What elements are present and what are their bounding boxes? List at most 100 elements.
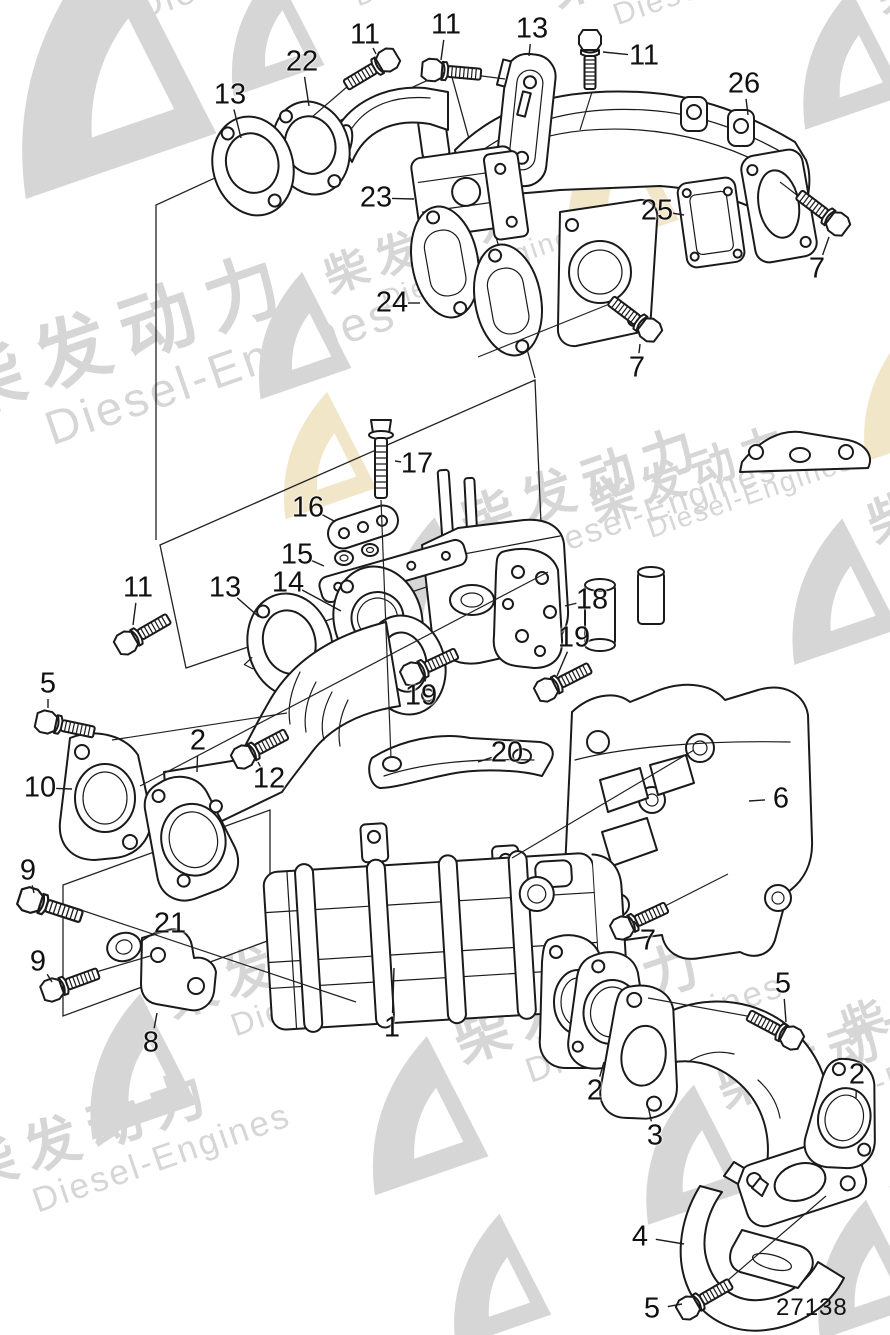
callout-label-15-14: 15 [280,538,314,571]
leader-line-7-9 [821,236,830,256]
leader-line-14-15 [301,589,342,612]
part-gasket-13a [211,115,295,217]
watermark-logo-icon [283,391,377,520]
leader-line-6-26 [748,799,766,802]
watermark-logo-icon [454,1213,552,1335]
callout-label-13-16: 13 [208,571,242,604]
leader-line-10-24 [55,787,73,790]
watermark-logo-icon [258,271,352,400]
callout-label-3-35: 3 [646,1119,664,1152]
part-bracket-20 [368,735,554,789]
leader-line-20-25 [477,756,492,763]
callout-label-10-24: 10 [23,771,57,804]
callout-label-26-6: 26 [727,67,761,100]
callout-label-4-36: 4 [631,1220,649,1253]
leader-line-11-2 [372,47,377,55]
leader-line-11-5 [602,51,629,56]
watermark-logo-icon [818,1199,890,1335]
callout-label-17-12: 17 [400,447,434,480]
leader-line-13-4 [528,43,531,57]
callout-label-20-25: 20 [490,736,524,769]
leader-line-2-33 [599,1061,605,1077]
callout-label-7-30: 7 [639,924,657,957]
part-bracket-8 [140,928,217,1012]
part-gasket-25 [676,176,746,269]
callout-label-7-9: 7 [808,252,826,285]
leader-line-21-28 [139,931,157,943]
callout-label-13-4: 13 [515,12,549,45]
callout-label-19-20: 19 [404,679,438,712]
callout-label-5-21: 5 [39,667,57,700]
watermark-0 [0,0,230,218]
callout-leader-lines [31,39,858,1308]
callout-label-24-10: 24 [375,286,409,319]
leader-line-7-30 [633,920,640,930]
leader-line-25-8 [672,212,685,216]
callout-label-19-19: 19 [557,621,591,654]
leader-line-16-13 [321,514,335,522]
leader-line-13-0 [233,109,242,139]
callout-label-9-29: 9 [29,945,47,978]
part-plate-16 [327,504,399,550]
watermark-logo-icon [803,0,890,130]
leader-line-5-37 [667,1303,683,1308]
leader-line-9-27 [31,885,35,894]
part-seal-rings-16 [334,543,379,566]
leader-line-3-35 [647,1105,653,1122]
callout-label-8-38: 8 [142,1026,160,1059]
watermark-logo-icon [90,993,197,1140]
leader-line-9-29 [46,973,53,983]
leader-line-23-7 [391,197,415,200]
part-gasket-2-middle [143,775,240,902]
part-gasket-24b [473,243,543,357]
leader-line-19-20 [424,676,427,682]
watermark-logo-icon [864,327,890,462]
callout-label-14-15: 14 [271,566,305,599]
callout-label-11-17: 11 [122,571,154,604]
leader-line-11-3 [440,39,445,61]
leader-line-12-23 [257,761,261,767]
leader-line-15-14 [311,560,325,567]
watermark-8 [240,379,383,528]
watermark-logo-icon [792,518,890,665]
callout-label-23-7: 23 [359,181,393,214]
leader-line-18-18 [564,602,577,607]
callout-label-11-2: 11 [349,18,381,51]
part-bushing-21 [106,931,142,963]
callout-label-25-8: 25 [640,194,674,227]
leader-line-26-6 [745,98,749,116]
exploded-axis-lines [77,74,827,1288]
leader-line-11-17 [132,602,137,626]
part-gasket-2-right [803,1057,876,1170]
callout-label-6-26: 6 [772,782,790,815]
part-bracket-18 [492,547,564,669]
figure-number: 27138 [776,1294,848,1321]
callout-label-18-18: 18 [575,583,609,616]
callout-label-2-33: 2 [586,1074,604,1107]
leader-line-22-1 [303,76,310,107]
leader-line-13-16 [236,597,260,618]
callout-label-21-28: 21 [153,907,187,940]
callout-label-7-11: 7 [628,351,646,384]
watermark-logo-icon [372,1036,489,1196]
leader-line-17-12 [394,460,402,463]
watermark-9 [818,314,890,471]
leader-line-8-38 [153,1012,158,1029]
part-bracket-6 [563,683,814,960]
callout-label-22-1: 22 [285,45,319,78]
callout-label-11-3: 11 [430,8,462,41]
callout-label-12-23: 12 [252,762,286,795]
callout-label-5-32: 5 [774,967,792,1000]
leader-line-19-19 [556,651,569,677]
callout-label-13-0: 13 [213,78,247,111]
